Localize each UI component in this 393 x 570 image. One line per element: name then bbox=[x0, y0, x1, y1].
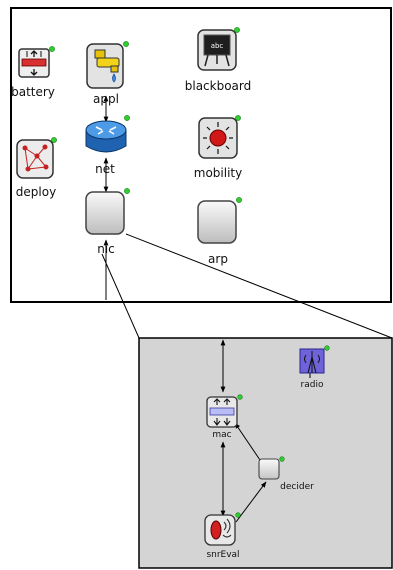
signal-eval-icon[interactable] bbox=[203, 511, 243, 547]
blackboard-icon-text: abc bbox=[211, 42, 224, 50]
nic-label: nic bbox=[97, 242, 115, 256]
mobility-label: mobility bbox=[193, 166, 243, 180]
mac-label: mac bbox=[212, 430, 232, 440]
blackboard-icon[interactable]: abc bbox=[196, 26, 242, 74]
appl-label: appl bbox=[93, 92, 119, 106]
nic-detail-frame bbox=[138, 337, 393, 569]
zoom-line-right bbox=[125, 233, 393, 339]
blackboard-label: blackboard bbox=[184, 79, 252, 93]
mobility-icon[interactable] bbox=[197, 114, 243, 162]
zoom-line-left bbox=[101, 253, 140, 339]
battery-label: battery bbox=[11, 85, 55, 99]
water-tap-icon[interactable] bbox=[85, 40, 131, 92]
net-label: net bbox=[95, 162, 115, 176]
gray-box-icon[interactable] bbox=[196, 196, 244, 248]
deploy-graph-icon[interactable] bbox=[15, 136, 59, 182]
snreval-label: snrEval bbox=[206, 550, 240, 560]
battery-icon[interactable] bbox=[17, 45, 57, 81]
small-box-icon[interactable] bbox=[257, 455, 287, 481]
gray-box-icon[interactable] bbox=[84, 187, 132, 239]
router-icon[interactable] bbox=[82, 114, 132, 162]
radio-label: radio bbox=[300, 380, 324, 390]
link-decider-mac bbox=[234, 422, 263, 464]
mac-layer-icon[interactable] bbox=[205, 393, 245, 429]
deploy-label: deploy bbox=[15, 185, 57, 199]
arp-label: arp bbox=[208, 252, 228, 266]
link-snreval-decider bbox=[235, 481, 267, 523]
decider-label: decider bbox=[280, 482, 314, 492]
antenna-icon[interactable] bbox=[298, 343, 332, 377]
